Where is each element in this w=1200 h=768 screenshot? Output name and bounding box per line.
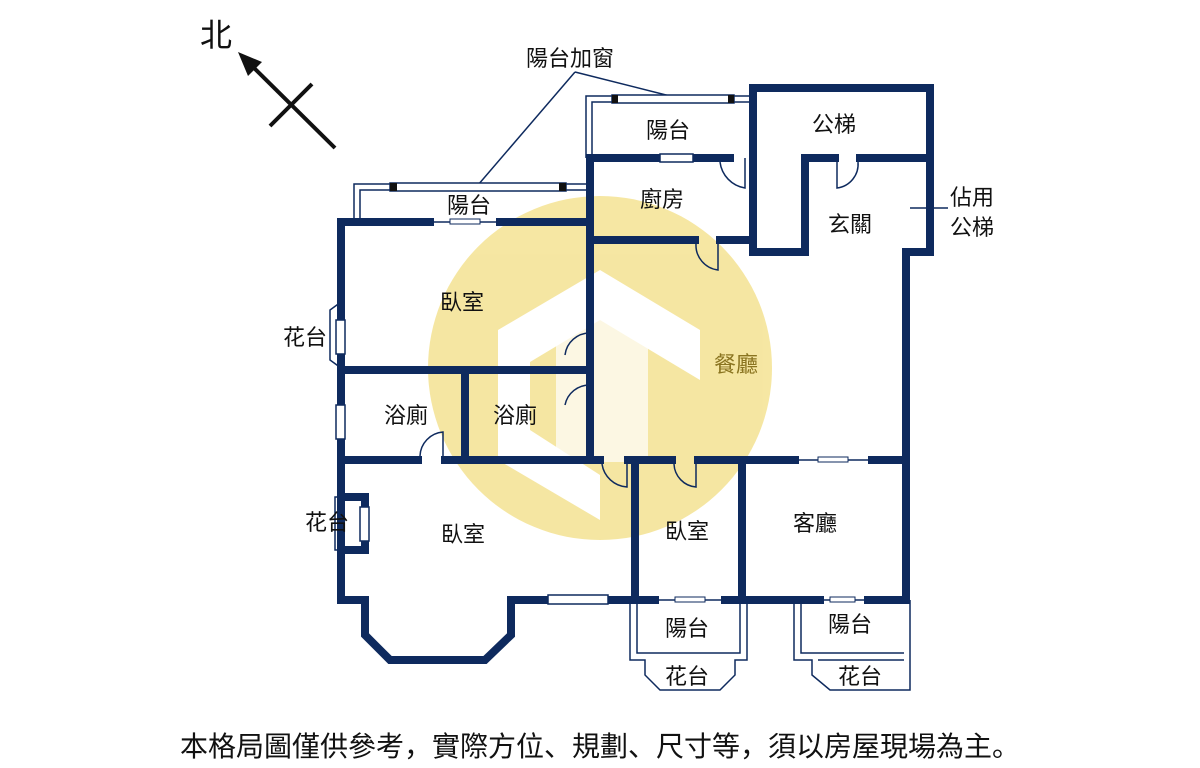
room-planter-bottom-left: 花台 xyxy=(665,665,709,690)
room-bath-left: 浴廁 xyxy=(384,404,428,429)
room-planter-left-lower: 花台 xyxy=(305,511,349,536)
room-balcony-top-left: 陽台 xyxy=(447,194,491,219)
room-dining: 餐廳 xyxy=(714,353,758,378)
room-bedroom-lower: 臥室 xyxy=(441,523,485,548)
room-planter-bottom-right: 花台 xyxy=(838,665,882,690)
doors xyxy=(419,158,872,603)
callout-balcony-window: 陽台加窗 xyxy=(526,47,614,72)
walls xyxy=(335,84,934,664)
room-bath-right: 浴廁 xyxy=(493,404,537,429)
room-balcony-bottom-left: 陽台 xyxy=(665,617,709,642)
balcony-outlines xyxy=(329,94,911,691)
room-bedroom-small: 臥室 xyxy=(665,520,709,545)
room-kitchen: 廚房 xyxy=(640,188,684,213)
callout-occupied: 佔用 xyxy=(950,186,994,211)
north-arrow-icon: 北 xyxy=(200,16,337,150)
room-public-stair: 公梯 xyxy=(812,113,856,138)
room-foyer: 玄關 xyxy=(828,213,872,238)
disclaimer-text: 本格局圖僅供參考，實際方位、規劃、尺寸等，須以房屋現場為主。 xyxy=(179,730,1020,763)
room-bedroom-upper: 臥室 xyxy=(440,291,484,316)
north-label: 北 xyxy=(200,16,232,54)
room-balcony-bottom-right: 陽台 xyxy=(828,613,872,638)
room-planter-left-upper: 花台 xyxy=(283,326,327,351)
callout-stair: 公梯 xyxy=(950,216,994,241)
room-living: 客廳 xyxy=(793,512,837,537)
room-balcony-top-right: 陽台 xyxy=(646,119,690,144)
